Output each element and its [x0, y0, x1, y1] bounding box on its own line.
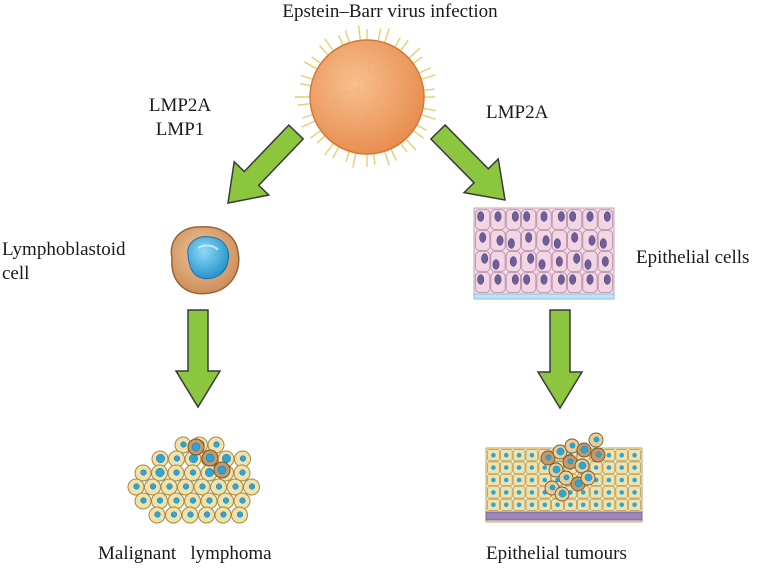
left-protein-labels: LMP2A LMP1: [125, 94, 235, 142]
malignant-lymphoma-label: Malignant lymphoma: [98, 543, 272, 564]
lymphoblastoid-label-line2: cell: [2, 263, 30, 284]
virus-icon: [295, 25, 436, 168]
arrow-icon: [174, 123, 584, 410]
epithelial-cells-label: Epithelial cells: [636, 247, 750, 268]
lymphoblastoid-cell-label: Lymphoblastoid cell: [2, 238, 126, 286]
protein-label-lmp2a-left: LMP2A: [148, 95, 212, 116]
diagram-title: Epstein–Barr virus infection: [282, 1, 498, 22]
protein-label-lmp1: LMP1: [155, 119, 205, 140]
lymphoblastoid-label-line1: Lymphoblastoid: [2, 239, 126, 260]
protein-label-lmp2a-right: LMP2A: [486, 102, 549, 123]
lymphoblastoid-cell-icon: [170, 226, 240, 295]
lymphoma-cluster-icon: [127, 436, 260, 524]
epithelial-tumour-icon: [485, 432, 643, 523]
epithelial-tissue-icon: [473, 207, 615, 300]
epithelial-tumours-label: Epithelial tumours: [486, 543, 627, 564]
